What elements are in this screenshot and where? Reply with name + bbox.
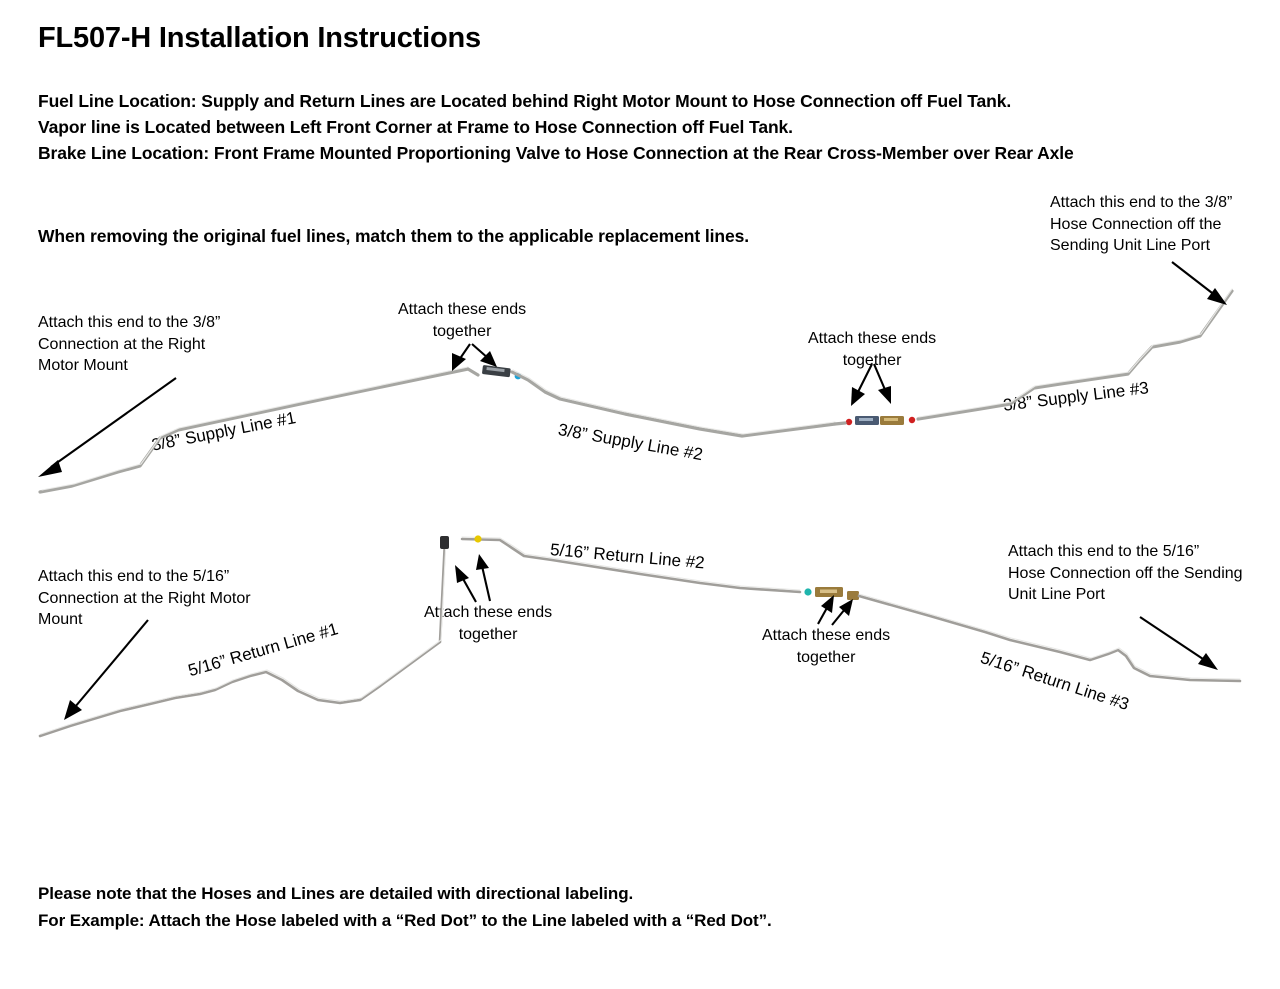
label-return-line-3: 5/16” Return Line #3 (978, 648, 1132, 714)
callout-return-left-end: Attach this end to the 5/16” Connection … (38, 568, 251, 628)
leader-return-right-end (1139, 616, 1218, 670)
intro-line-fuel-line-location: Fuel Line Location: Supply and Return Li… (38, 91, 1012, 111)
callout-supply-left-end: Attach this end to the 3/8” Connection a… (38, 314, 221, 374)
label-supply-line-3: 3/8” Supply Line #3 (1002, 378, 1150, 415)
leader-return-joint-2-left (817, 595, 834, 625)
emphasis-note: When removing the original fuel lines, m… (38, 226, 749, 246)
callout-return-right-end: Attach this end to the 5/16” Hose Connec… (1008, 543, 1243, 603)
supply-line-3-red-dot-marker (908, 416, 916, 424)
intro-text-block: Fuel Line Location: Supply and Return Li… (38, 88, 1218, 166)
return-line-2-yellow-dot-marker (474, 535, 482, 543)
supply-line-2-red-dot-marker (845, 418, 853, 426)
supply-line-2-left-connector (482, 365, 511, 378)
leader-supply-left-end (38, 377, 177, 477)
leader-supply-joint-1-left (452, 343, 471, 371)
leader-return-joint-1-right (476, 554, 492, 602)
intro-line-brake-line-location: Brake Line Location: Front Frame Mounted… (38, 143, 1074, 163)
intro-line-vapor-line-location: Vapor line is Located between Left Front… (38, 117, 793, 137)
leader-return-joint-1-left (455, 565, 477, 603)
leader-return-left-end (64, 619, 149, 720)
callout-return-joint-2: Attach these ends together (762, 627, 891, 666)
supply-line-2-blue-dot-marker (514, 372, 522, 380)
return-line-1-right-connector (440, 536, 449, 549)
leader-return-joint-2-right (831, 599, 853, 626)
callout-supply-joint-1: Attach these ends together (398, 301, 527, 340)
callout-supply-joint-2: Attach these ends together (808, 330, 937, 369)
callout-supply-right-end: Attach this end to the 3/8” Hose Connect… (1050, 194, 1233, 254)
page-title: FL507-H Installation Instructions (38, 22, 481, 54)
footer-line-red-dot-example: For Example: Attach the Hose labeled wit… (38, 911, 772, 930)
return-line-3-left-connector (847, 591, 859, 600)
return-line-2-right-connector (815, 587, 843, 597)
supply-line-2-right-connector (855, 416, 879, 425)
footer-note-block: Please note that the Hoses and Lines are… (38, 880, 1138, 934)
footer-line-directional-labeling: Please note that the Hoses and Lines are… (38, 884, 634, 903)
supply-line-2-tube (482, 365, 879, 438)
leader-supply-right-end (1171, 261, 1227, 305)
label-supply-line-1: 3/8” Supply Line #1 (150, 408, 298, 455)
supply-line-3-left-connector (880, 416, 904, 425)
callout-return-joint-1: Attach these ends together (424, 604, 553, 643)
leader-supply-joint-1-right (471, 343, 497, 367)
label-supply-line-2: 3/8” Supply Line #2 (556, 420, 705, 465)
label-return-line-2: 5/16” Return Line #2 (549, 540, 706, 573)
return-line-2-teal-dot-marker (804, 588, 812, 596)
